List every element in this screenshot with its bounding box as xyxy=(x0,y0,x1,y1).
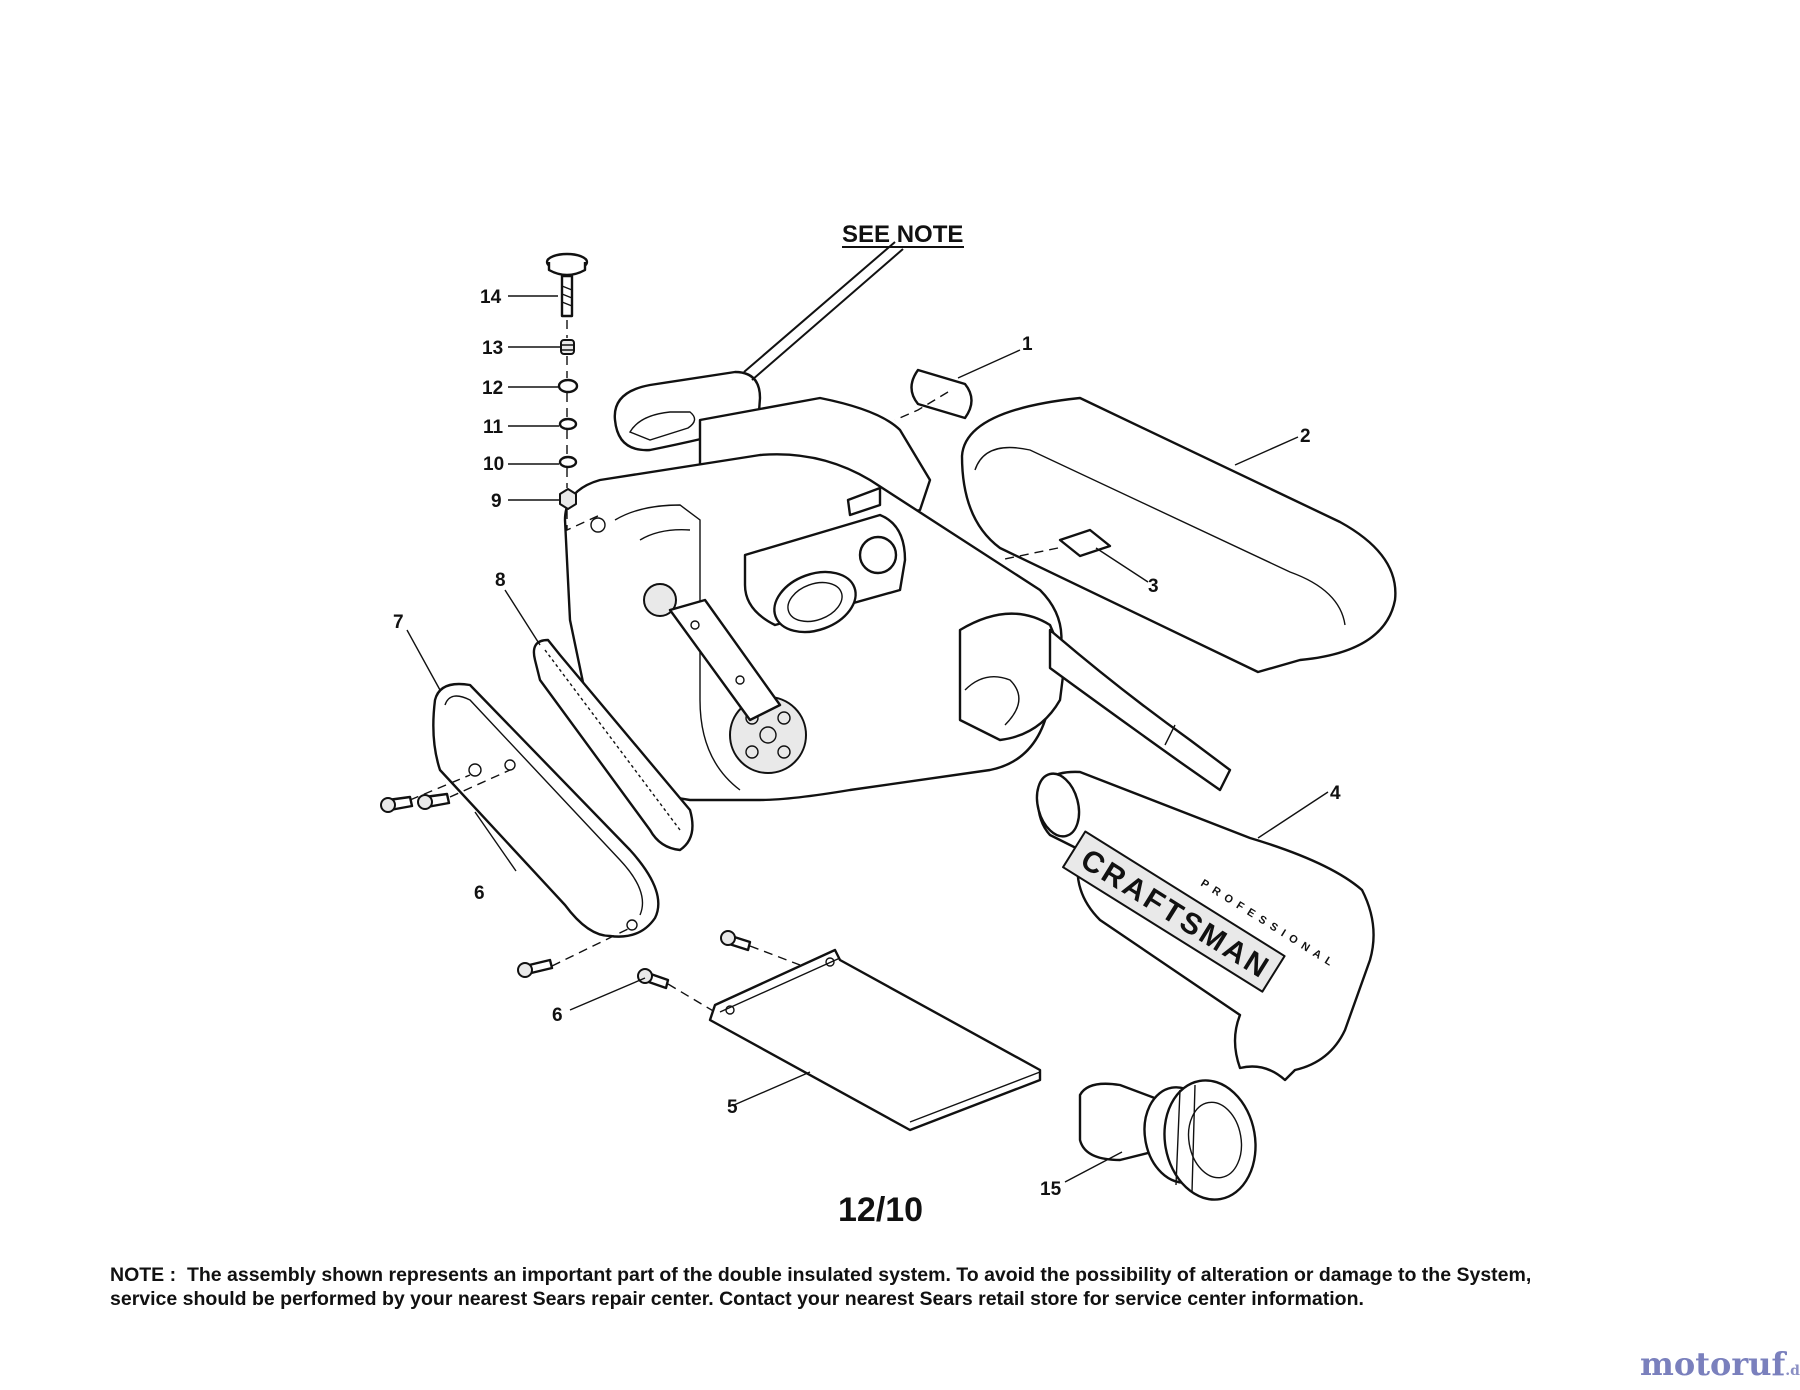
callout-3: 3 xyxy=(1148,576,1159,597)
part-11-washer xyxy=(558,417,578,431)
callout-4: 4 xyxy=(1330,783,1341,804)
part-13-spring xyxy=(560,339,575,355)
callout-9: 9 xyxy=(491,491,502,512)
part-7-belt-cover xyxy=(432,682,660,938)
part-6-screws-cover xyxy=(380,769,631,978)
callout-6b: 6 xyxy=(552,1005,563,1026)
leader-lines xyxy=(406,241,1329,1183)
see-note-label: SEE NOTE xyxy=(842,221,963,248)
callout-5: 5 xyxy=(727,1097,738,1118)
part-6-screws-platen xyxy=(637,930,801,1016)
callout-7: 7 xyxy=(393,612,404,633)
part-1-label-plate xyxy=(910,368,973,420)
callout-6a: 6 xyxy=(474,883,485,904)
part-4-dust-bag: CRAFTSMAN PROFESSIONAL xyxy=(1035,770,1375,1082)
callout-11: 11 xyxy=(483,417,504,438)
callout-2: 2 xyxy=(1300,426,1311,447)
note-prefix: NOTE : xyxy=(110,1264,177,1286)
part-2-sanding-belt xyxy=(960,396,1397,674)
callout-13: 13 xyxy=(482,338,503,359)
part-8-drive-belt xyxy=(532,638,694,852)
sander-housing xyxy=(563,370,1232,802)
note-line-2: service should be performed by your near… xyxy=(110,1288,1364,1310)
callout-14: 14 xyxy=(480,287,502,308)
service-note: NOTE : The assembly shown represents an … xyxy=(110,1263,1730,1311)
watermark-name: motoruf xyxy=(1640,1345,1786,1383)
callout-10: 10 xyxy=(483,454,504,475)
part-15-adapter xyxy=(1078,1079,1257,1201)
part-5-platen xyxy=(708,948,1042,1132)
part-10-washer xyxy=(558,455,578,469)
watermark-tld: .de xyxy=(1785,1363,1800,1379)
part-14-adjust-knob xyxy=(545,252,589,318)
figure-id: 12/10 xyxy=(838,1191,923,1229)
part-12-washer xyxy=(557,378,579,394)
watermark-logo: motoruf.de xyxy=(1640,1345,1800,1383)
callout-8: 8 xyxy=(495,570,506,591)
callout-12: 12 xyxy=(482,378,503,399)
callout-1: 1 xyxy=(1022,334,1033,355)
note-line-1: The assembly shown represents an importa… xyxy=(186,1264,1532,1286)
callout-15: 15 xyxy=(1040,1179,1062,1200)
part-9-nut xyxy=(559,488,577,510)
